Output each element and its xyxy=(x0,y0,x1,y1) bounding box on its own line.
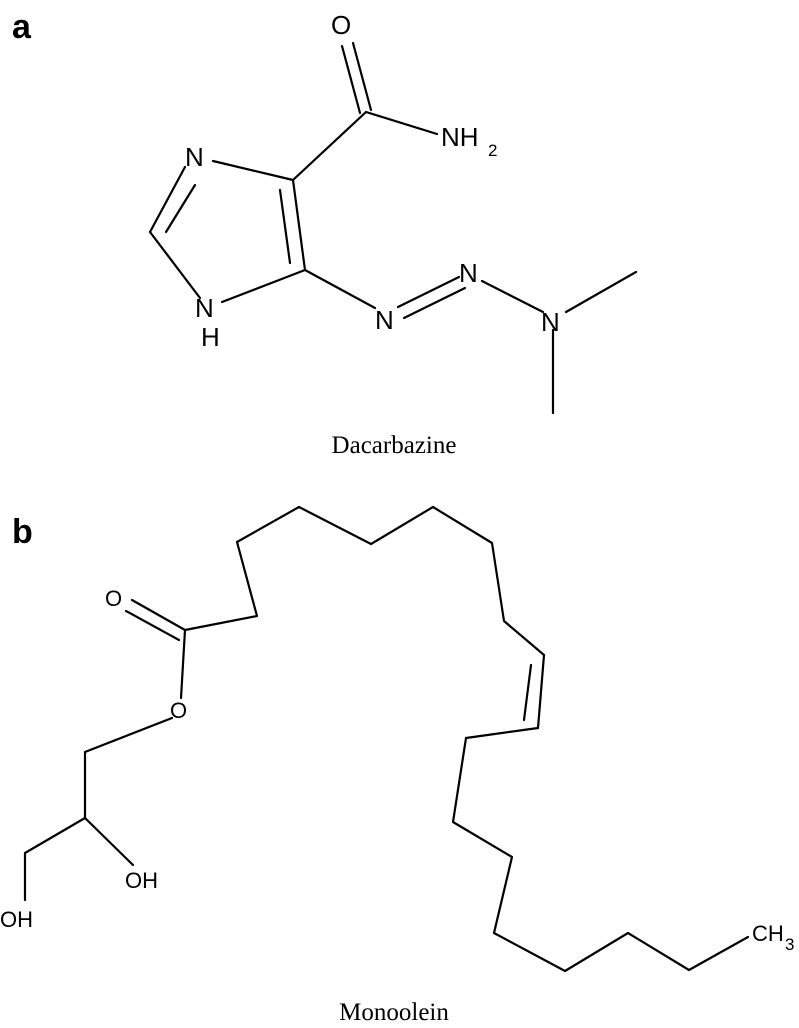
carbonyl-oxygen-label: O xyxy=(331,10,351,40)
cis-double-bond-2 xyxy=(522,663,533,722)
panel-b-label: b xyxy=(12,513,33,551)
carbonyl-bond-1 xyxy=(340,44,362,115)
monoolein-structure: b O O OH OH CH 3 Monoolein xyxy=(0,505,794,1026)
ring-bond-c4-n3 xyxy=(211,159,295,182)
ring-bond-c5-c4-inner xyxy=(278,188,292,265)
n-n-bond xyxy=(480,279,545,314)
ring-n-label: N xyxy=(185,142,204,172)
secondary-oh-bond xyxy=(83,816,135,867)
monoolein-caption: Monoolein xyxy=(339,999,449,1026)
ring-to-carbonyl-bond xyxy=(291,110,368,182)
azo-bond-2 xyxy=(402,286,467,320)
amide-subscript: 2 xyxy=(488,141,497,160)
ring-bond-n1-c5 xyxy=(220,268,307,304)
ring-bond-c2-n1 xyxy=(148,230,202,300)
secondary-hydroxyl-label: OH xyxy=(125,868,158,893)
primary-hydroxyl-label: OH xyxy=(0,907,33,932)
ring-bond-n3-c2-inner xyxy=(164,183,197,234)
ring-bond-n3-c2 xyxy=(148,165,187,234)
terminal-methyl-label: CH xyxy=(752,921,784,946)
ring-nh-h-label: H xyxy=(201,322,220,352)
ring-bond-c5-c4 xyxy=(291,178,307,272)
dacarbazine-structure: a O NH 2 N N H N N N Dacarbazine xyxy=(12,8,638,459)
cis-double-bond-1 xyxy=(536,653,546,730)
azo-bond-1 xyxy=(396,275,461,309)
azo-n2-label: N xyxy=(459,258,478,288)
ester-carbonyl-bond-1 xyxy=(130,598,187,632)
ring-nh-n-label: N xyxy=(195,293,214,323)
acyl-chain-lower xyxy=(451,726,750,973)
methyl-subscript: 3 xyxy=(785,935,794,954)
amine-n-label: N xyxy=(541,307,560,337)
methyl-bond-1 xyxy=(564,270,638,314)
amide-bond xyxy=(364,110,439,136)
carbonyl-bond-2 xyxy=(351,41,373,112)
ester-c-o-bond xyxy=(179,628,187,700)
dacarbazine-caption: Dacarbazine xyxy=(332,432,457,459)
ester-carbonyl-oxygen-label: O xyxy=(105,586,122,611)
ester-oxygen-label: O xyxy=(170,698,187,723)
acyl-chain-upper xyxy=(183,505,546,657)
amide-nh-label: NH xyxy=(441,122,479,152)
panel-a-label: a xyxy=(12,8,32,46)
c5-n-bond xyxy=(303,268,377,310)
ester-carbonyl-bond-2 xyxy=(124,609,181,642)
azo-n1-label: N xyxy=(375,305,394,335)
